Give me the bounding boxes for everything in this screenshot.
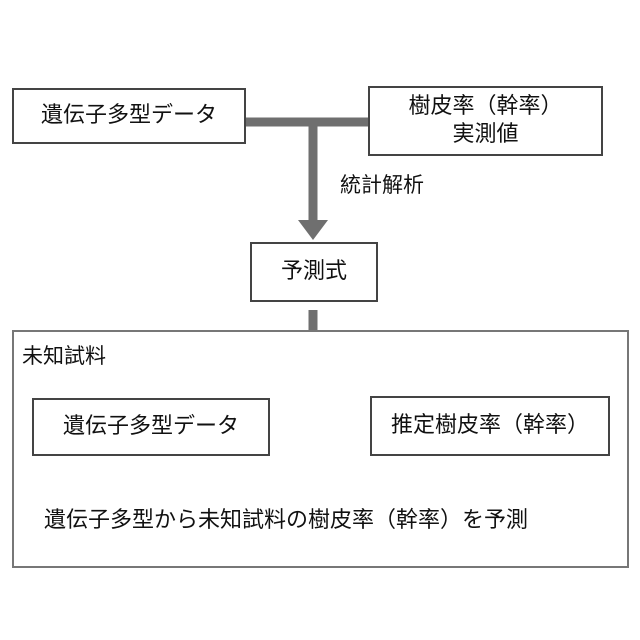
genotype-data-label: 遺伝子多型データ xyxy=(41,102,217,130)
unknown-sample-title: 未知試料 xyxy=(22,344,106,368)
measured-bark-ratio-label: 樹皮率（幹率） xyxy=(408,93,562,121)
estimated-bark-ratio-box: 推定樹皮率（幹率） xyxy=(370,396,610,456)
unknown-genotype-data-box: 遺伝子多型データ xyxy=(32,398,270,456)
measured-value-label: 実測値 xyxy=(452,121,518,149)
analysis-arrowhead xyxy=(298,220,328,240)
prediction-caption: 遺伝子多型から未知試料の樹皮率（幹率）を予測 xyxy=(44,509,528,533)
genotype-data-box: 遺伝子多型データ xyxy=(12,88,246,144)
unknown-genotype-data-label: 遺伝子多型データ xyxy=(63,413,239,441)
prediction-formula-box: 予測式 xyxy=(250,242,378,302)
prediction-formula-label: 予測式 xyxy=(281,258,347,286)
statistical-analysis-label: 統計解析 xyxy=(340,173,424,197)
estimated-bark-ratio-label: 推定樹皮率（幹率） xyxy=(391,412,589,440)
measured-bark-ratio-box: 樹皮率（幹率） 実測値 xyxy=(368,86,603,156)
